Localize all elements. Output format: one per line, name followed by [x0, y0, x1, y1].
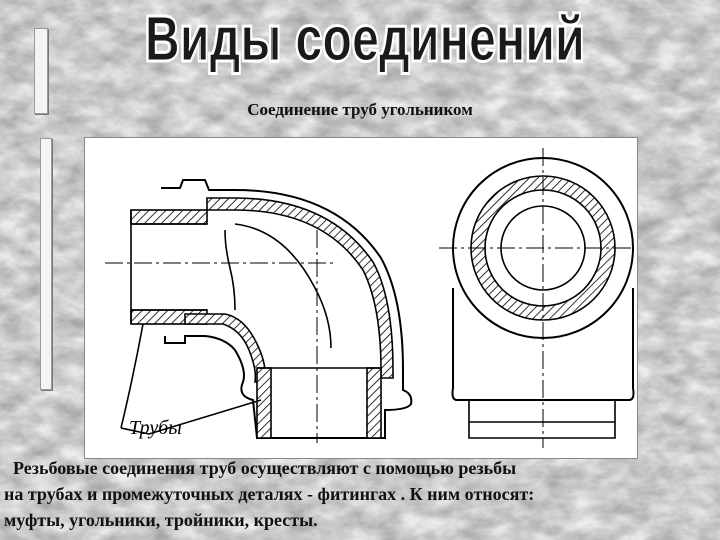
pipe-vertical — [256, 367, 382, 439]
slide-title-text: Виды соединений — [145, 5, 585, 74]
elbow-inner-bend-2 — [224, 229, 236, 311]
elbow-wall-lower — [184, 313, 267, 383]
label-leader — [120, 323, 150, 435]
slide-subtitle: Соединение труб угольником — [247, 100, 473, 119]
pipe-horizontal — [130, 209, 208, 325]
decorative-bar-bottom — [40, 138, 52, 390]
decorative-bar-top — [34, 28, 48, 114]
drawing-label-pipes: Трубы — [129, 417, 182, 439]
body-line-3: муфты, угольники, тройники, кресты. — [4, 510, 318, 530]
elbow-end-view — [439, 148, 635, 448]
body-text: Резьбовые соединения труб осуществляют с… — [4, 455, 716, 533]
elbow-joint-drawing: Трубы — [105, 148, 635, 448]
body-line-2: на трубах и промежуточных деталях - фити… — [4, 484, 535, 504]
elbow-outer-contour — [161, 179, 413, 439]
slide-title: Виды соединений Виды соединений — [143, 3, 587, 77]
elbow-inner-bend — [234, 223, 332, 349]
drawing-panel: Трубы — [84, 137, 638, 459]
body-line-1: Резьбовые соединения труб осуществляют с… — [4, 458, 517, 478]
label-leader-2 — [148, 399, 262, 435]
slide-title-inline: Виды соединений — [145, 5, 585, 74]
